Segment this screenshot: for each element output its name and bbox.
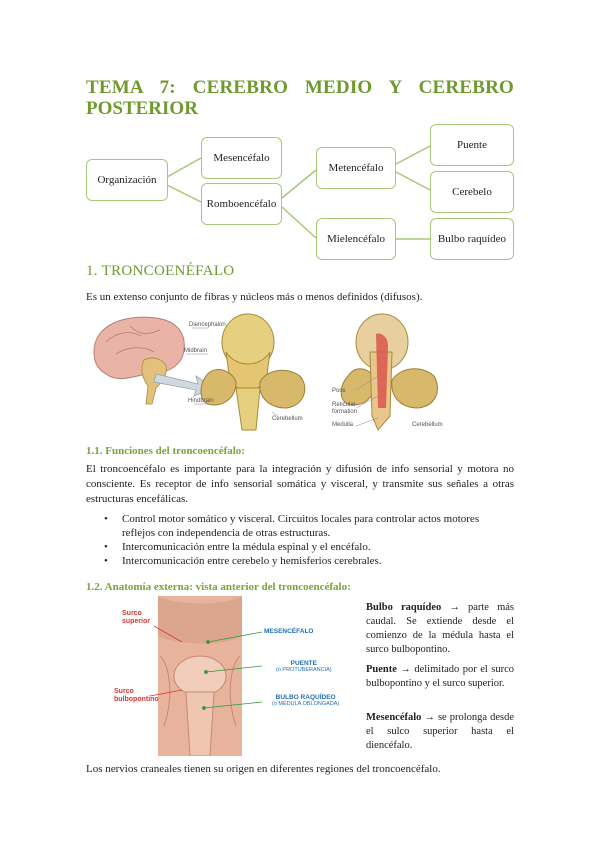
node-mielencefalo: Mielencéfalo (316, 218, 396, 260)
funciones-list: Control motor somático y visceral. Circu… (104, 512, 514, 568)
label-puente-sub: (o PROTUBERANCIA) (276, 667, 332, 673)
funciones-paragraph: El troncoencéfalo es importante para la … (86, 463, 514, 505)
node-organizacion: Organización (86, 159, 168, 201)
desc-bulbo: parte más caudal. Se extiende desde el c… (366, 602, 514, 655)
subsection-heading-funciones: 1.1. Funciones del troncoencéfalo: (86, 445, 245, 457)
label-midbrain: Midbrain (184, 348, 208, 354)
side-mesencefalo: Mesencéfalo → se prolonga desde el sulco… (366, 711, 514, 753)
label-hindbrain: Hindbrain (188, 398, 214, 404)
node-bulbo: Bulbo raquídeo (430, 218, 514, 260)
label-surco-superior: Surco superior (122, 610, 151, 625)
subsection-heading-anatomia: 1.2. Anatomía externa: vista anterior de… (86, 581, 351, 593)
anterior-brainstem-figure: Surco superior Surco bulbopontino MESENC… (86, 596, 362, 757)
label-bulbo: BULBO RAQUÍDEO (o MÉDULA OBLONGADA) (272, 694, 339, 708)
arrow-icon: → (400, 664, 411, 675)
label-cerebellum-2: Cerebellum (412, 422, 443, 428)
list-item: Intercomunicación entre cerebelo y hemis… (104, 554, 514, 568)
node-cerebelo: Cerebelo (430, 171, 514, 213)
label-cerebellum-1: Cerebellum (272, 416, 303, 422)
label-puente-main: PUENTE (290, 660, 317, 667)
label-surco-bulbopontino: Surco bulbopontino (114, 688, 159, 703)
label-mesencefalo: MESENCÉFALO (264, 628, 314, 635)
label-bulbo-main: BULBO RAQUÍDEO (275, 694, 336, 701)
brainstem-figure: Diencephalon Midbrain Hindbrain Cerebell… (86, 312, 514, 444)
label-medulla: Medulla (332, 422, 354, 428)
page-title: TEMA 7: CEREBRO MEDIO Y CEREBRO (86, 77, 514, 98)
label-pons: Pons (332, 388, 346, 394)
arrow-icon: → (449, 602, 460, 613)
term-mesencefalo: Mesencéfalo (366, 712, 422, 723)
desc-mesencefalo: se prolonga desde el sulco superior hast… (366, 712, 514, 751)
label-puente: PUENTE (o PROTUBERANCIA) (276, 660, 332, 674)
label-bulbo-sub: (o MÉDULA OBLONGADA) (272, 701, 340, 707)
term-bulbo: Bulbo raquídeo (366, 602, 442, 613)
desc-puente: delimitado por el surco bulbopontino y e… (366, 664, 514, 689)
term-puente: Puente (366, 664, 397, 675)
node-puente: Puente (430, 124, 514, 166)
node-romboencefalo: Romboencéfalo (201, 183, 282, 225)
node-mesencefalo: Mesencéfalo (201, 137, 282, 179)
section-heading-troncoencefalo: 1. TRONCOENÉFALO (86, 263, 235, 279)
side-bulbo: Bulbo raquídeo → parte más caudal. Se ex… (366, 601, 514, 657)
intro-paragraph: Es un extenso conjunto de fibras y núcle… (86, 291, 423, 303)
label-reticular-formation: Reticular formation (332, 402, 358, 415)
arrow-icon: → (424, 712, 435, 723)
anterior-brainstem-illustration (149, 596, 263, 757)
node-metencefalo: Metencéfalo (316, 147, 396, 189)
list-item: Control motor somático y visceral. Circu… (104, 512, 514, 540)
side-puente: Puente → delimitado por el surco bulbopo… (366, 663, 514, 691)
page-title-line2: POSTERIOR (86, 98, 198, 119)
footer-paragraph: Los nervios craneales tienen su origen e… (86, 763, 441, 775)
brainstem-illustration (93, 313, 438, 431)
list-item: Intercomunicación entre la médula espina… (104, 540, 514, 554)
label-diencephalon: Diencephalon (189, 322, 226, 328)
